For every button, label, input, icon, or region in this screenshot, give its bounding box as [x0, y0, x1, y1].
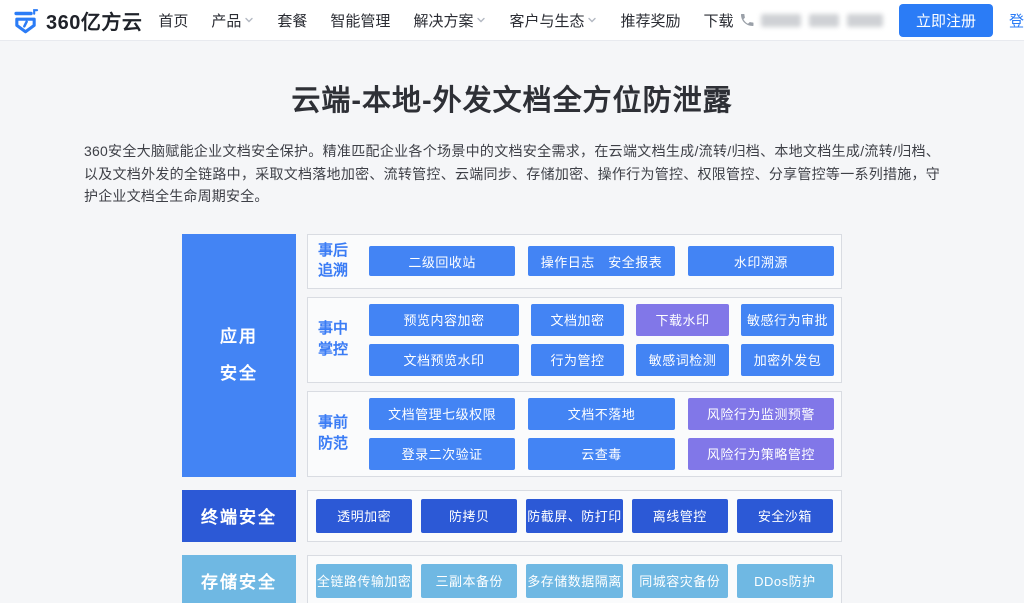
- feature-chip: 风险行为监测预警: [687, 397, 834, 430]
- main-content: 云端-本地-外发文档全方位防泄露 360安全大脑赋能企业文档安全保护。精准匹配企…: [0, 77, 1024, 603]
- page-description: 360安全大脑赋能企业文档安全保护。精准匹配企业各个场景中的文档安全需求，在云端…: [84, 143, 940, 205]
- main-menu: 首页 产品 套餐 智能管理 解决方案 客户与生态 推荐奖励 下载: [158, 10, 733, 31]
- chevron-down-icon: [587, 12, 597, 29]
- group-after-trace: 事后 追溯 二级回收站 操作日志 安全报表 水印溯源: [307, 234, 842, 289]
- feature-chip: 二级回收站: [369, 246, 516, 277]
- nav-item-customers-ecosystem[interactable]: 客户与生态: [509, 10, 597, 31]
- feature-chip: 安全沙箱: [736, 498, 833, 533]
- nav-item-download[interactable]: 下载: [703, 12, 734, 30]
- feature-chip: 登录二次验证: [369, 437, 516, 470]
- login-link[interactable]: 登录: [1008, 12, 1024, 30]
- feature-chip: 防拷贝: [421, 498, 518, 533]
- nav-item-products[interactable]: 产品: [211, 10, 254, 31]
- feature-chip: 防截屏、防打印: [526, 498, 623, 533]
- nav-item-smart-management[interactable]: 智能管理: [330, 12, 391, 30]
- group-label: 事中 掌控: [318, 320, 349, 358]
- group-prevention: 事前 防范 文档管理七级权限 文档不落地 风险行为监测预警 登录二次验证 云查毒…: [307, 390, 842, 477]
- chevron-down-icon: [476, 12, 486, 29]
- feature-chip: 三副本备份: [421, 563, 518, 598]
- feature-chip: 文档管理七级权限: [369, 397, 516, 430]
- group-label: 事前 防范: [318, 414, 349, 452]
- phone-contact: [739, 12, 883, 28]
- feature-chip: 云查毒: [528, 437, 675, 470]
- logo-icon: [12, 6, 39, 34]
- nav-right: 立即注册 登录: [739, 3, 1024, 37]
- group-label: 事后 追溯: [318, 242, 349, 280]
- feature-chip: 文档加密: [531, 303, 624, 336]
- feature-chip: 行为管控: [531, 343, 624, 376]
- feature-chip: 预览内容加密: [369, 303, 519, 336]
- nav-item-plans[interactable]: 套餐: [277, 12, 308, 30]
- feature-chip: 加密外发包: [741, 343, 834, 376]
- chevron-down-icon: [244, 12, 254, 29]
- feature-chip: 敏感词检测: [636, 343, 729, 376]
- phone-icon: [739, 12, 755, 28]
- feature-chip: 风险行为策略管控: [687, 437, 834, 470]
- feature-chip: 敏感行为审批: [741, 303, 834, 336]
- terminal-security-row: 终端安全 透明加密 防拷贝 防截屏、防打印 离线管控 安全沙箱: [182, 489, 842, 542]
- category-app-security: 应用 安全: [182, 234, 296, 477]
- nav-item-referral-rewards[interactable]: 推荐奖励: [620, 12, 681, 30]
- category-storage-security: 存储安全: [182, 554, 296, 603]
- feature-chip: 同城容灾备份: [631, 563, 728, 598]
- logo-text: 360亿方云: [46, 11, 143, 34]
- phone-number-redacted: [760, 13, 883, 27]
- page-title: 云端-本地-外发文档全方位防泄露: [291, 85, 733, 117]
- category-terminal-security: 终端安全: [182, 489, 296, 542]
- terminal-security-group: 透明加密 防拷贝 防截屏、防打印 离线管控 安全沙箱: [307, 489, 842, 542]
- security-diagram: 应用 安全 事后 追溯 二级回收站 操作日志 安全报表 水印溯源: [182, 234, 842, 603]
- register-button[interactable]: 立即注册: [898, 3, 993, 37]
- nav-item-solutions[interactable]: 解决方案: [413, 10, 486, 31]
- feature-chip: DDos防护: [736, 563, 833, 598]
- storage-security-row: 存储安全 全链路传输加密 三副本备份 多存储数据隔离 同城容灾备份 DDos防护: [182, 554, 842, 603]
- storage-security-group: 全链路传输加密 三副本备份 多存储数据隔离 同城容灾备份 DDos防护: [307, 554, 842, 603]
- feature-chip: 文档不落地: [528, 397, 675, 430]
- app-security-row: 应用 安全 事后 追溯 二级回收站 操作日志 安全报表 水印溯源: [182, 234, 842, 477]
- feature-chip: 操作日志 安全报表: [528, 246, 675, 277]
- feature-chip: 全链路传输加密: [316, 563, 413, 598]
- logo[interactable]: 360亿方云: [12, 6, 142, 35]
- feature-chip: 下载水印: [636, 303, 729, 336]
- group-incident-control: 事中 掌控 预览内容加密 文档加密 下载水印 敏感行为审批 文档预览水印 行为管…: [307, 296, 842, 383]
- feature-chip: 透明加密: [316, 498, 413, 533]
- nav-item-home[interactable]: 首页: [158, 12, 189, 30]
- app-security-groups: 事后 追溯 二级回收站 操作日志 安全报表 水印溯源 事中 掌控: [307, 234, 842, 477]
- feature-chip: 水印溯源: [687, 246, 834, 277]
- feature-chip: 离线管控: [631, 498, 728, 533]
- top-navbar: 360亿方云 首页 产品 套餐 智能管理 解决方案 客户与生态 推荐奖励 下载 …: [0, 0, 1024, 41]
- feature-chip: 多存储数据隔离: [526, 563, 623, 598]
- feature-chip: 文档预览水印: [369, 343, 519, 376]
